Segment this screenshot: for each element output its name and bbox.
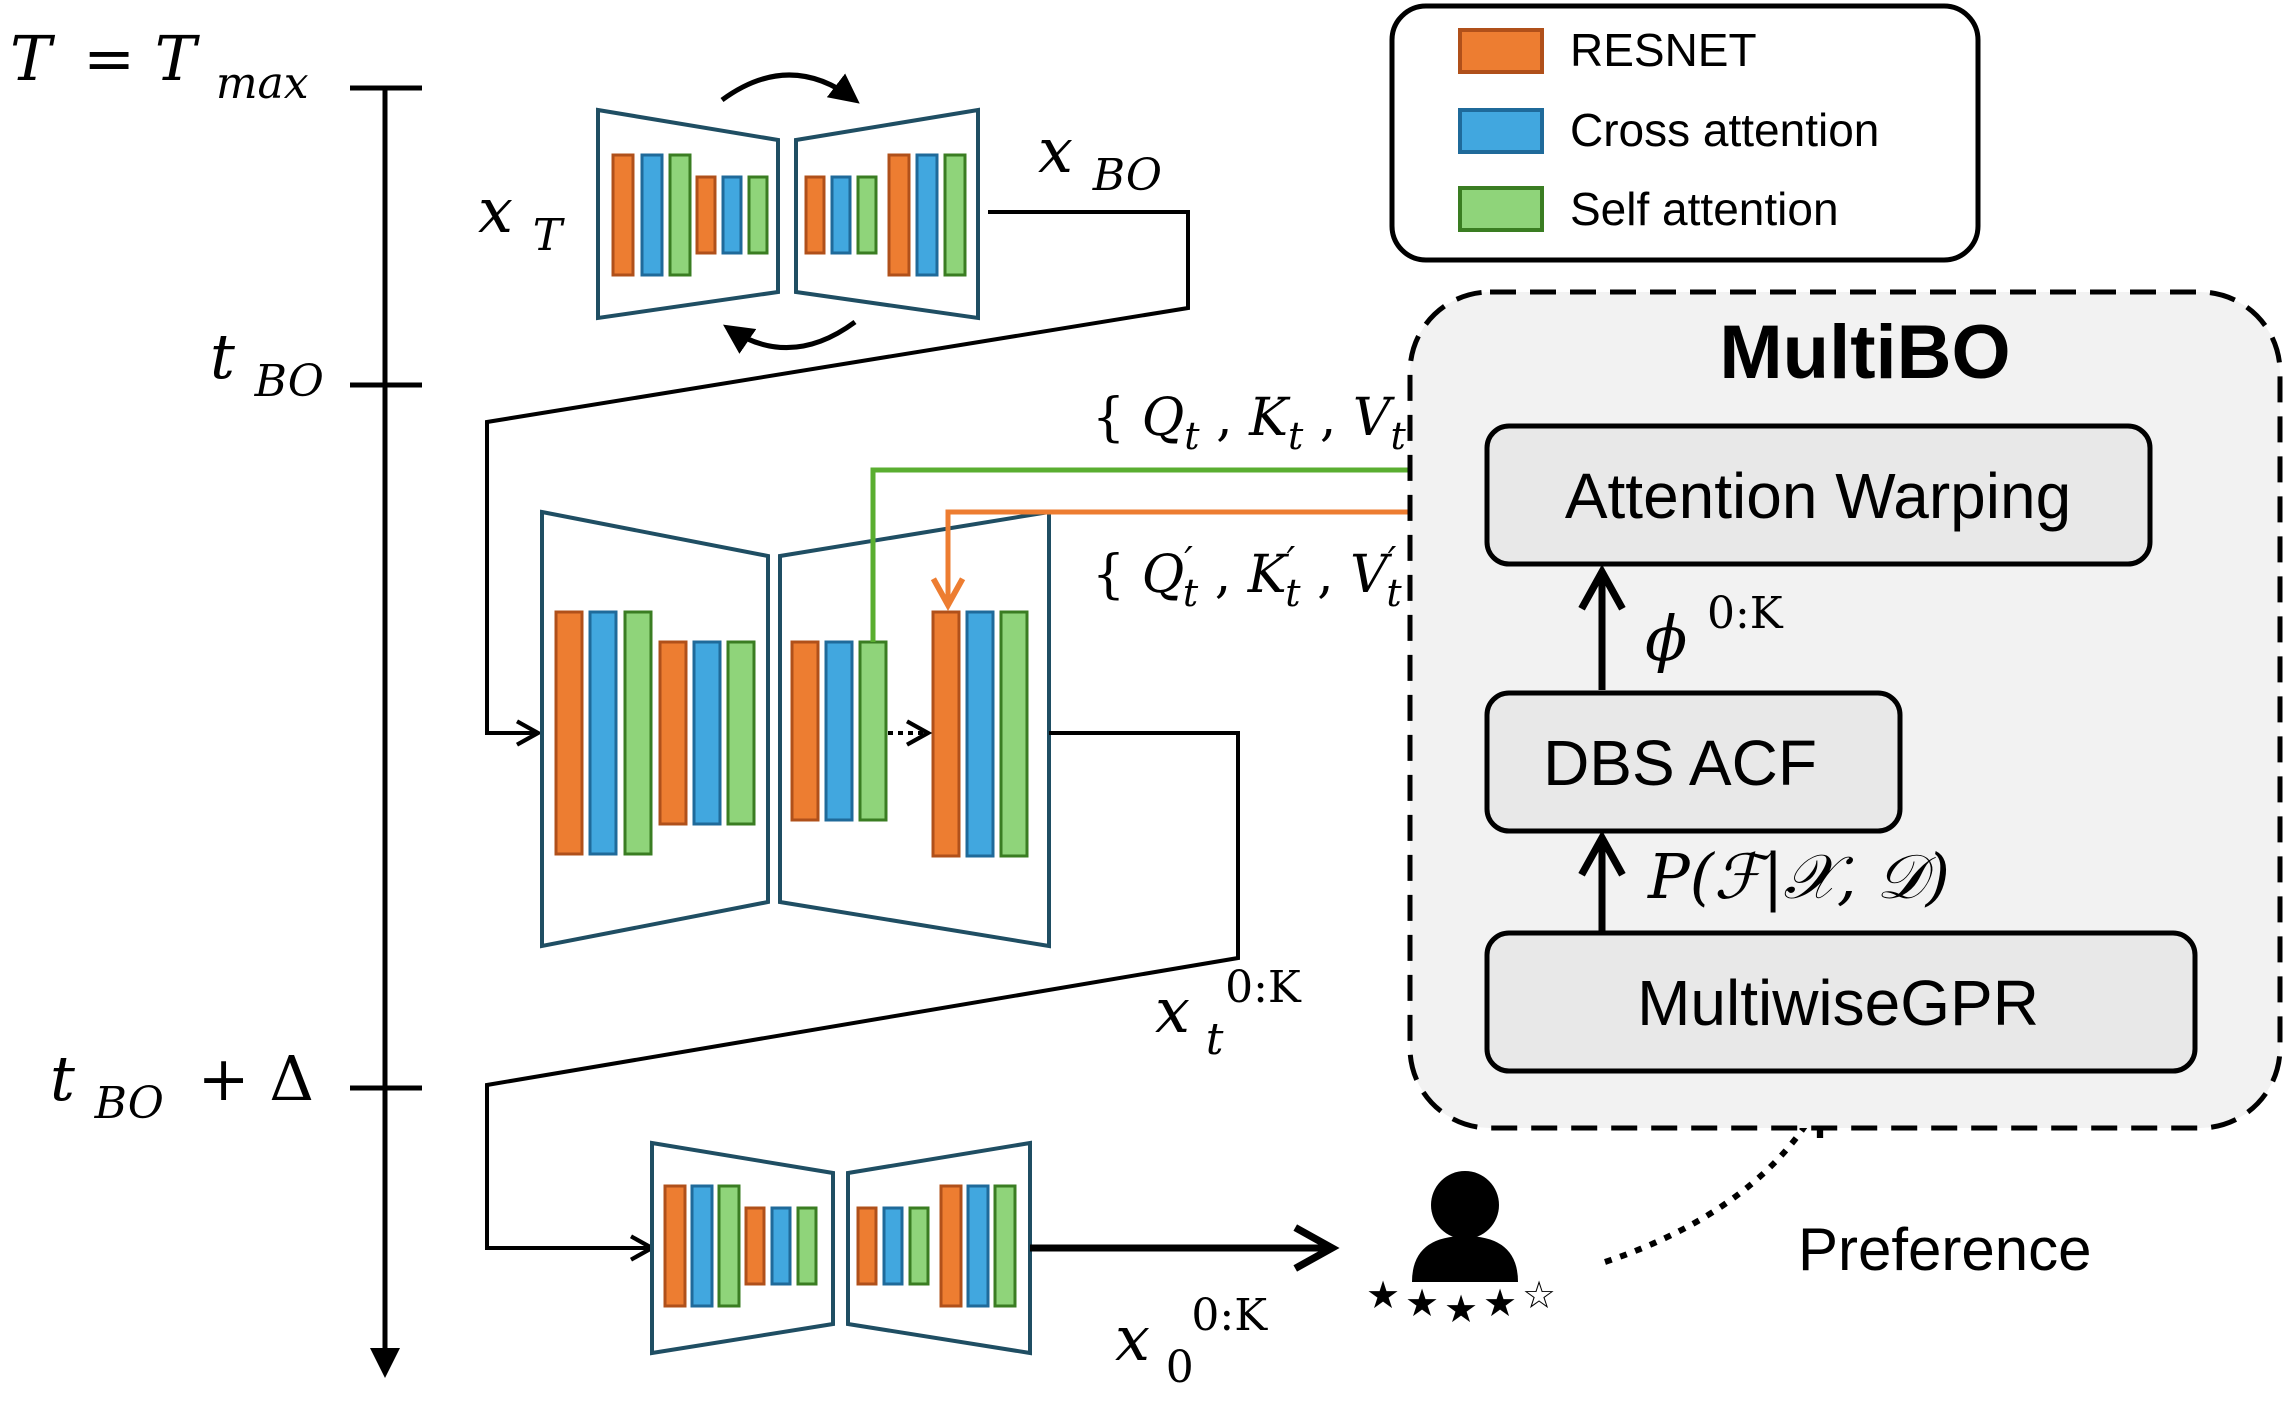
cross-attention-block (640, 153, 664, 277)
star-empty-icon: ☆ (1522, 1273, 1556, 1317)
connector-top-to-middle (485, 210, 1190, 747)
timeline-label-tbo-delta: t BO + Δ (50, 1042, 314, 1133)
star-icon: ★ (1444, 1287, 1478, 1331)
legend-label-cross-attention: Cross attention (1570, 104, 1879, 156)
label-x-BO: x BO (1038, 114, 1162, 201)
attention-warping-box (1484, 423, 2153, 567)
self-attention-block (858, 640, 888, 822)
multiwise-gpr-box (1484, 930, 2198, 1074)
star-icon: ★ (1405, 1281, 1439, 1325)
self-attention-block (943, 153, 967, 277)
unet-middle (540, 509, 1051, 949)
self-attention-block (856, 175, 878, 255)
label-phi: ϕ 0:K (1645, 588, 1784, 675)
multibo-panel: MultiBO Attention Warping ϕ 0:K DBS ACF … (1407, 289, 2283, 1131)
unet-bottom (650, 1140, 1032, 1356)
connector-middle-to-bottom (485, 731, 1240, 1262)
star-rating: ★ ★ ★ ★ ☆ (1366, 1273, 1556, 1331)
cross-attention-block (770, 1206, 792, 1286)
timeline: T = T max t BO t BO + Δ (10, 22, 422, 1378)
cross-attention-block (966, 1184, 990, 1308)
label-x-0: x 0 0:K (1115, 1290, 1268, 1397)
label-posterior: P(ℱ|𝒳, 𝒟) (1647, 840, 1950, 913)
self-attention-block (993, 1184, 1017, 1308)
resnet-block (856, 1206, 878, 1286)
dbs-acf-box (1484, 690, 1903, 834)
resnet-block (790, 640, 820, 822)
cross-attention-block (690, 1184, 714, 1308)
label-x-T: x T (478, 174, 566, 261)
self-attention-block (726, 640, 756, 826)
cross-attention-block (588, 610, 618, 856)
resnet-block (887, 153, 911, 277)
resnet-block (611, 153, 635, 277)
star-icon: ★ (1366, 1273, 1400, 1317)
self-attention-block (796, 1206, 818, 1286)
self-attention-block (717, 1184, 741, 1308)
label-qkv: { Qt , Kt , Vt } (1092, 388, 1455, 462)
cross-attention-block (965, 610, 995, 858)
legend-swatch-resnet (1458, 28, 1544, 74)
legend: RESNET Cross attention Self attention (1389, 3, 1981, 263)
self-attention-block (668, 153, 692, 277)
unet-top-blocks (611, 153, 967, 277)
cross-attention-block (824, 640, 854, 822)
self-attention-block (623, 610, 653, 856)
dbs-acf-label: DBS ACF (1543, 727, 1817, 799)
legend-swatch-cross-attention (1458, 108, 1544, 154)
legend-label-resnet: RESNET (1570, 24, 1757, 76)
self-attention-block (908, 1206, 930, 1286)
self-attention-block (747, 175, 769, 255)
multiwise-gpr-label: MultiwiseGPR (1637, 967, 2039, 1039)
loop-arrow-bottom (723, 319, 857, 354)
label-qkv-prime: { Q′t , K′t , V′t } (1092, 539, 1451, 619)
cross-attention-block (915, 153, 939, 277)
timeline-label-tmax: T = T max (10, 22, 309, 109)
resnet-block (663, 1184, 687, 1308)
resnet-block (695, 175, 717, 255)
multibo-title: MultiBO (1719, 310, 2010, 395)
unet-top (596, 72, 980, 354)
cross-attention-block (830, 175, 852, 255)
resnet-block (804, 175, 826, 255)
label-x-t: x t 0:K (1155, 962, 1302, 1069)
legend-swatch-self-attention (1458, 186, 1544, 232)
legend-label-self-attention: Self attention (1570, 183, 1839, 235)
preference-label: Preference (1798, 1216, 2092, 1283)
user-avatar-icon (1412, 1171, 1518, 1282)
resnet-block (658, 640, 688, 826)
cross-attention-block (692, 640, 722, 826)
resnet-block (554, 610, 584, 856)
resnet-block-warped (931, 610, 961, 858)
self-attention-block (999, 610, 1029, 858)
cross-attention-block (882, 1206, 904, 1286)
resnet-block (744, 1206, 766, 1286)
unet-middle-blocks (554, 610, 1029, 858)
loop-arrow-top (720, 72, 860, 104)
timeline-label-tbo: t BO (210, 320, 324, 407)
unet-bottom-blocks (663, 1184, 1017, 1308)
cross-attention-block (721, 175, 743, 255)
qkv-extract-arrow (870, 470, 1475, 642)
preference-arrow (1604, 1096, 1824, 1265)
attention-warping-label: Attention Warping (1565, 460, 2071, 532)
qkv-warped-arrow (948, 509, 1482, 605)
star-icon: ★ (1483, 1281, 1517, 1325)
resnet-block (939, 1184, 963, 1308)
